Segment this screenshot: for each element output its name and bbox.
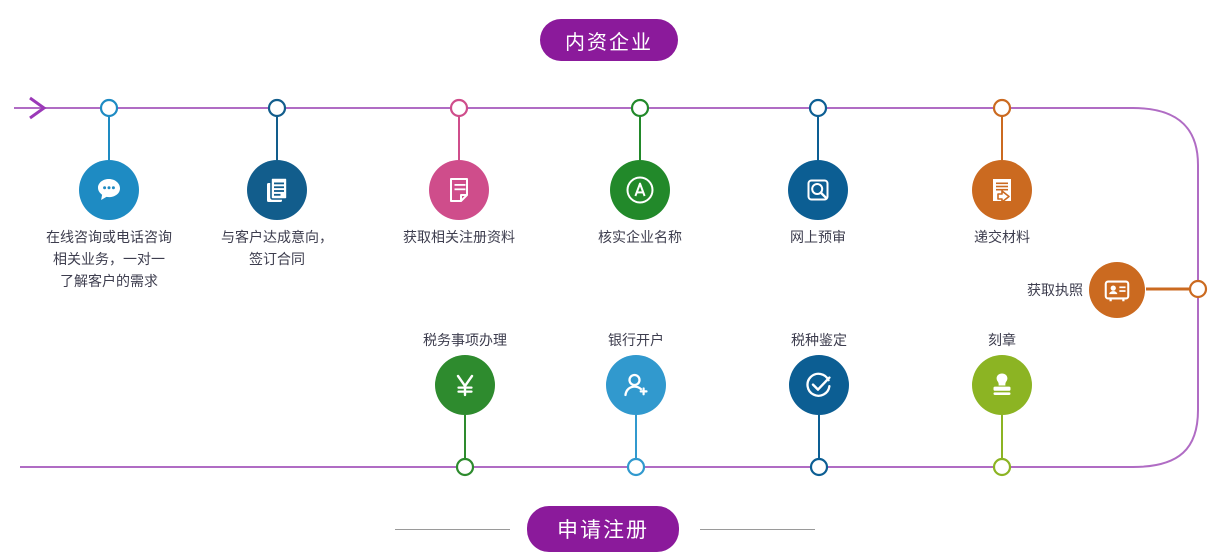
caption-online-review: 网上预审 <box>790 229 846 245</box>
node-verify-name[interactable] <box>630 98 650 118</box>
icon-disc-tax-affairs[interactable] <box>435 355 495 415</box>
node-consult[interactable] <box>99 98 119 118</box>
icon-disc-bank-account[interactable] <box>606 355 666 415</box>
node-materials[interactable] <box>449 98 469 118</box>
add-user-icon <box>624 373 648 397</box>
id-card-icon <box>1104 280 1130 302</box>
divider-right <box>700 529 815 530</box>
icon-disc-contract[interactable] <box>247 160 307 220</box>
caption-consult: 在线咨询或电话咨询 相关业务，一对一 了解客户的需求 <box>46 229 172 289</box>
node-tax-type[interactable] <box>809 457 829 477</box>
node-online-review[interactable] <box>808 98 828 118</box>
divider-left <box>395 529 510 530</box>
footer-pill-apply-registration[interactable]: 申请注册 <box>527 506 679 552</box>
yen-icon <box>456 374 474 397</box>
caption-tax-affairs: 税务事项办理 <box>423 332 507 348</box>
submit-document-icon <box>993 179 1011 203</box>
caption-tax-type: 税种鉴定 <box>791 332 847 348</box>
node-seal[interactable] <box>992 457 1012 477</box>
node-tax-affairs[interactable] <box>455 457 475 477</box>
caption-seal: 刻章 <box>988 332 1016 348</box>
header-pill-domestic-enterprise[interactable]: 内资企业 <box>540 19 678 61</box>
caption-license: 获取执照 <box>1027 282 1083 298</box>
icon-disc-online-review[interactable] <box>788 160 848 220</box>
stamp-icon <box>993 373 1011 395</box>
check-circle-icon <box>806 372 831 397</box>
documents-icon <box>267 177 288 202</box>
caption-verify-name: 核实企业名称 <box>598 229 682 245</box>
node-bank-account[interactable] <box>626 457 646 477</box>
caption-submit: 递交材料 <box>974 229 1030 245</box>
letter-a-circle-icon <box>626 176 654 204</box>
chat-bubble-icon <box>98 179 120 200</box>
caption-bank-account: 银行开户 <box>608 332 664 348</box>
icon-disc-verify-name[interactable] <box>610 160 670 220</box>
icon-disc-tax-type[interactable] <box>789 355 849 415</box>
node-license[interactable] <box>1188 279 1208 299</box>
caption-materials: 获取相关注册资料 <box>403 229 515 245</box>
icon-disc-license[interactable] <box>1089 262 1145 318</box>
icon-disc-consult[interactable] <box>79 160 139 220</box>
icon-disc-seal[interactable] <box>972 355 1032 415</box>
icon-disc-submit[interactable] <box>972 160 1032 220</box>
node-submit[interactable] <box>992 98 1012 118</box>
node-contract[interactable] <box>267 98 287 118</box>
icon-disc-materials[interactable] <box>429 160 489 220</box>
note-page-icon <box>450 178 468 202</box>
chevron-right-icon <box>29 96 47 120</box>
search-document-icon <box>807 179 829 201</box>
caption-contract: 与客户达成意向， 签订合同 <box>221 229 333 267</box>
